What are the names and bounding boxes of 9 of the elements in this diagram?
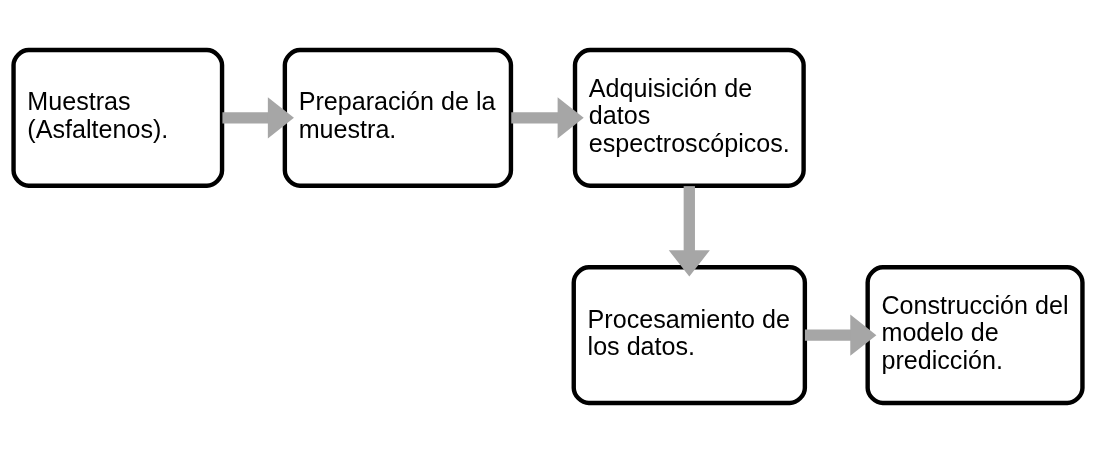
node-box: Preparación de la muestra. <box>282 47 514 188</box>
arrow <box>222 97 294 139</box>
arrow <box>511 97 584 139</box>
arrow <box>804 314 877 356</box>
arrow <box>668 186 710 277</box>
node-box: Construcción del modelo de predicción. <box>865 265 1085 406</box>
node-box: Procesamiento de los datos. <box>571 265 808 406</box>
node-box: Adquisición de datos espectroscópicos. <box>572 47 806 188</box>
node-box: Muestras (Asfaltenos). <box>11 47 225 188</box>
